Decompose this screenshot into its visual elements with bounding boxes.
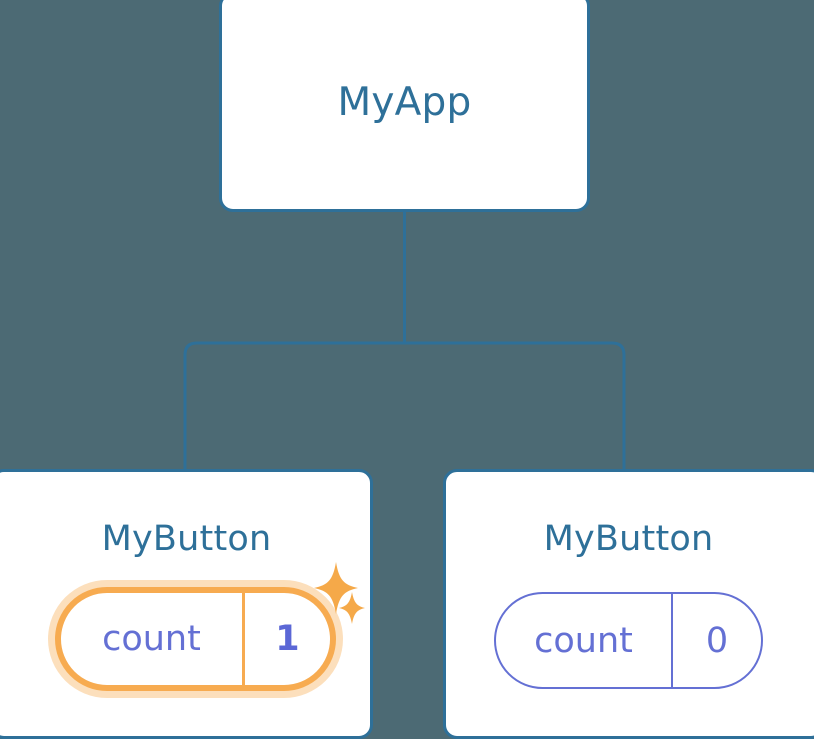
state-pill-mybutton-right[interactable]: count 0: [494, 592, 763, 689]
node-mybutton-left-title: MyButton: [101, 519, 272, 559]
state-key-label: count: [534, 620, 633, 661]
node-myapp-title: MyApp: [337, 80, 472, 125]
state-pill-mybutton-left[interactable]: count 1: [55, 587, 336, 691]
connector-to-mybutton-right: [404, 341, 626, 470]
connector-to-mybutton-left: [183, 341, 405, 470]
node-myapp[interactable]: MyApp: [219, 0, 590, 212]
state-value-label: 1: [241, 593, 330, 685]
node-mybutton-right-title: MyButton: [543, 519, 714, 559]
state-value-label: 0: [671, 594, 761, 687]
state-key-label: count: [102, 619, 201, 659]
